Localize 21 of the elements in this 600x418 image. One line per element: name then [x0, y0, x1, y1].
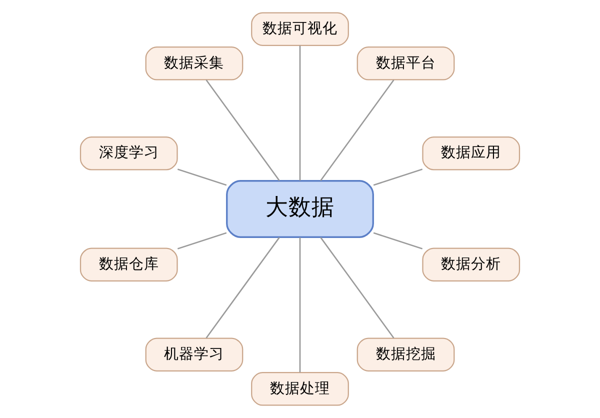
- node-box: 数据仓库: [80, 248, 178, 282]
- node-box: 数据分析: [422, 248, 520, 282]
- node-box: 数据处理: [251, 372, 349, 406]
- connector: [206, 80, 280, 181]
- connector: [299, 238, 301, 372]
- connector: [320, 80, 394, 181]
- node-box: 数据应用: [422, 136, 520, 170]
- node-box: 数据可视化: [251, 12, 349, 46]
- connector: [299, 46, 301, 180]
- node-box: 数据采集: [145, 46, 244, 80]
- connector: [206, 237, 280, 338]
- node-box: 数据挖掘: [356, 338, 455, 372]
- connector: [320, 237, 394, 338]
- node-box: 机器学习: [145, 338, 244, 372]
- connector: [177, 232, 227, 250]
- connector: [373, 168, 423, 186]
- node-box: 数据平台: [356, 46, 455, 80]
- node-box: 大数据: [226, 180, 374, 238]
- node-box: 深度学习: [80, 136, 178, 170]
- connector: [373, 232, 423, 250]
- connector: [177, 168, 227, 186]
